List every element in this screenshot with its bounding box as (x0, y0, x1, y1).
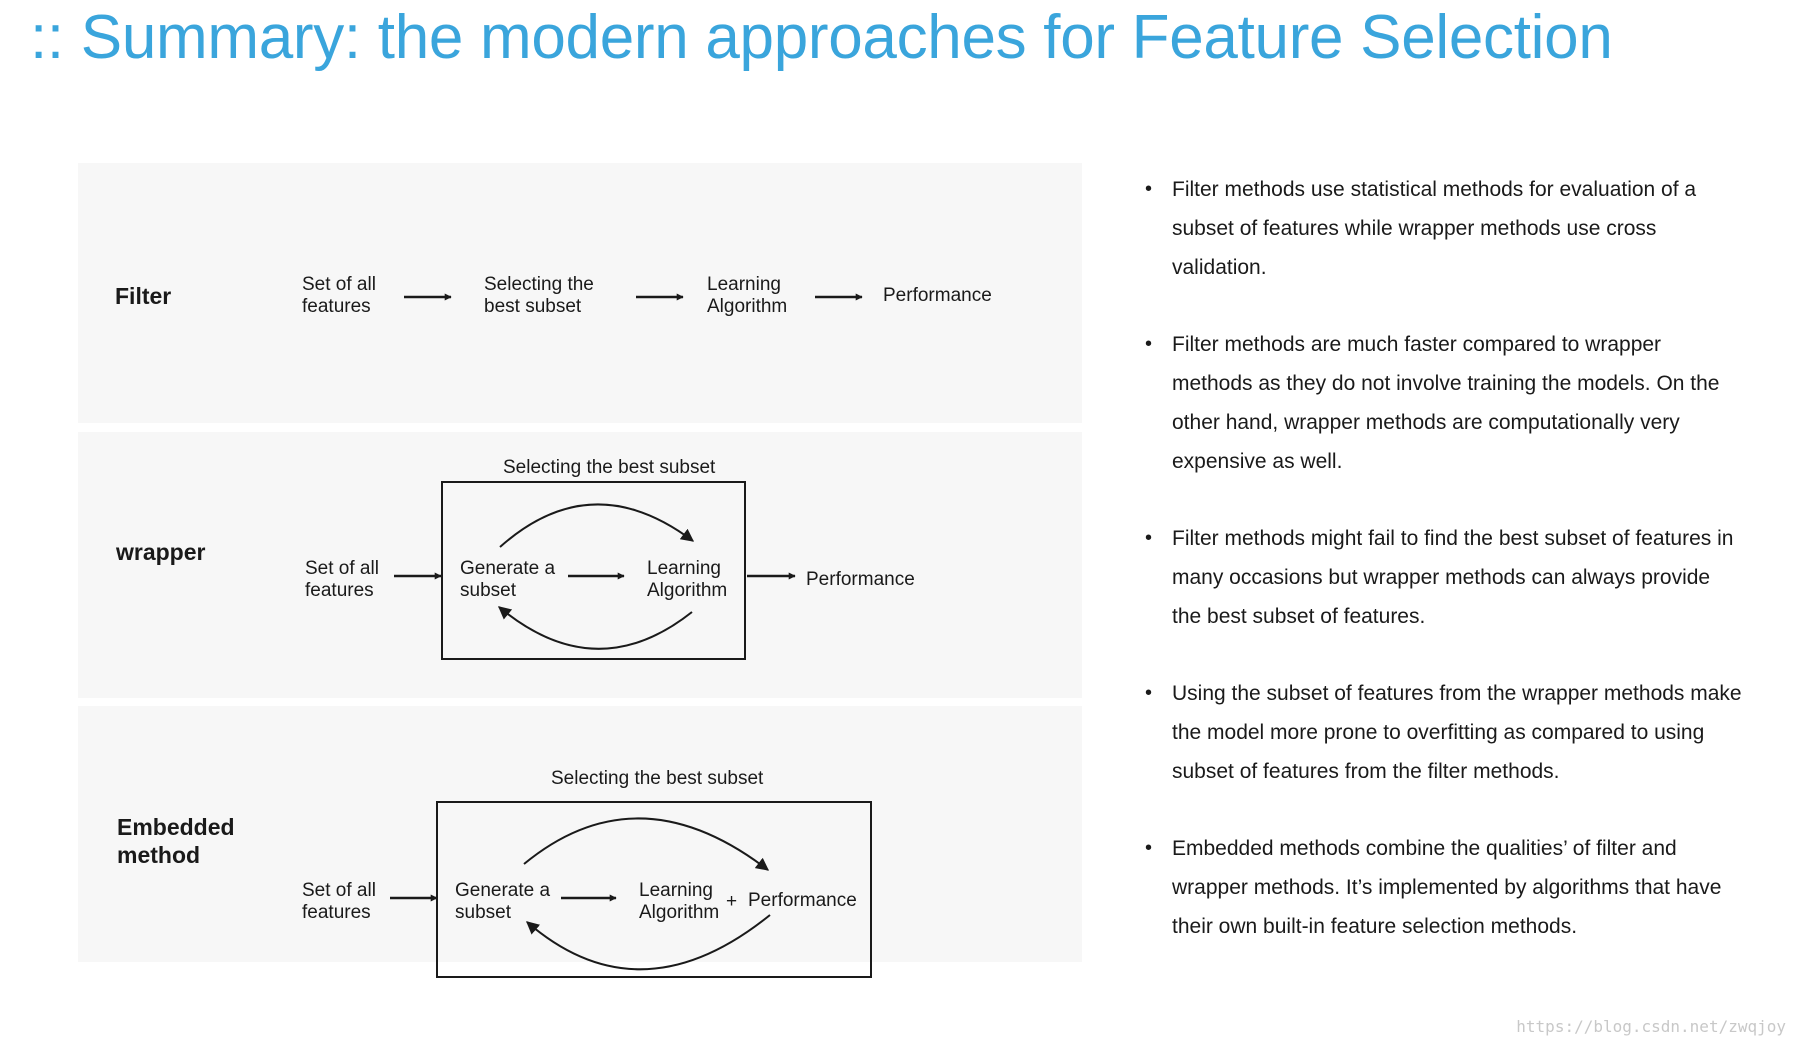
embedded-panel (78, 706, 1082, 962)
bullet-marker: • (1145, 682, 1153, 704)
embedded-generate-line-1: Generate a (455, 880, 551, 901)
wrapper-learning-line-1: Learning (647, 558, 721, 579)
filter-learning-line-2: Algorithm (707, 296, 788, 317)
embedded-learning-line-1: Learning (639, 880, 713, 901)
filter-method-label: Filter (115, 283, 172, 309)
bullet-text: Filter methods might fail to find the be… (1172, 527, 1734, 628)
bullet-item: • Filter methods might fail to find the b… (1145, 519, 1745, 636)
filter-learning-algorithm: Learning Algorithm (707, 274, 787, 318)
wrapper-selection-box (441, 481, 746, 660)
filter-set-line-1: Set of all (302, 274, 376, 295)
embedded-set-line-2: features (302, 902, 371, 923)
wrapper-set-of-all-features: Set of all features (305, 558, 379, 602)
wrapper-panel (78, 432, 1082, 698)
bullet-text: Embedded methods combine the qualities’ … (1172, 837, 1722, 938)
embedded-set-line-1: Set of all (302, 880, 376, 901)
embedded-method-line-1: Embedded (117, 814, 235, 840)
wrapper-learning-algorithm: Learning Algorithm (647, 558, 727, 602)
wrapper-generate-line-2: subset (460, 580, 516, 601)
filter-performance: Performance (883, 285, 992, 306)
embedded-performance: Performance (748, 890, 857, 911)
embedded-method-label: Embedded method (117, 813, 235, 869)
embedded-selection-box (436, 801, 872, 978)
slide-title: :: Summary: the modern approaches for Fe… (30, 3, 1613, 72)
wrapper-curve-back (498, 606, 693, 650)
bullet-text: Filter methods are much faster compared … (1172, 333, 1720, 473)
bullet-marker: • (1145, 527, 1153, 549)
bullet-marker: • (1145, 837, 1153, 859)
filter-panel (78, 163, 1082, 423)
bullet-text: Using the subset of features from the wr… (1172, 682, 1742, 783)
embedded-learning-algorithm: Learning Algorithm (639, 880, 719, 924)
bullet-item: • Filter methods use statistical methods … (1145, 170, 1745, 287)
filter-learning-line-1: Learning (707, 274, 781, 295)
bullet-item: • Filter methods are much faster compared… (1145, 325, 1745, 481)
bullet-marker: • (1145, 178, 1153, 200)
embedded-box-title: Selecting the best subset (551, 768, 764, 789)
embedded-learning-line-2: Algorithm (639, 902, 720, 923)
wrapper-set-line-1: Set of all (305, 558, 379, 579)
embedded-generate-subset: Generate a subset (455, 880, 550, 924)
bullet-text: Filter methods use statistical methods f… (1172, 178, 1697, 279)
bullet-item: • Embedded methods combine the qualities’… (1145, 829, 1745, 946)
filter-select-line-1: Selecting the (484, 274, 594, 295)
wrapper-method-label: wrapper (116, 539, 206, 565)
filter-select-line-2: best subset (484, 296, 582, 317)
wrapper-curve-forward (499, 503, 695, 548)
filter-set-line-2: features (302, 296, 371, 317)
bullet-item: • Using the subset of features from the w… (1145, 674, 1745, 791)
wrapper-learning-line-2: Algorithm (647, 580, 728, 601)
embedded-curve-forward (523, 817, 770, 871)
bullet-marker: • (1145, 333, 1153, 355)
embedded-generate-line-2: subset (455, 902, 511, 923)
wrapper-generate-line-1: Generate a (460, 558, 556, 579)
embedded-method-line-2: method (117, 842, 201, 868)
filter-set-of-all-features: Set of all features (302, 274, 376, 318)
embedded-set-of-all-features: Set of all features (302, 880, 376, 924)
wrapper-performance: Performance (806, 569, 915, 590)
embedded-curve-back (526, 914, 771, 971)
watermark: https://blog.csdn.net/zwqjoy (1516, 1017, 1786, 1036)
summary-bullet-list: • Filter methods use statistical methods … (1145, 170, 1745, 984)
filter-selecting-best-subset: Selecting the best subset (484, 274, 594, 318)
wrapper-generate-subset: Generate a subset (460, 558, 555, 602)
wrapper-set-line-2: features (305, 580, 374, 601)
embedded-plus-sign: + (726, 891, 738, 912)
wrapper-box-title: Selecting the best subset (503, 457, 716, 478)
